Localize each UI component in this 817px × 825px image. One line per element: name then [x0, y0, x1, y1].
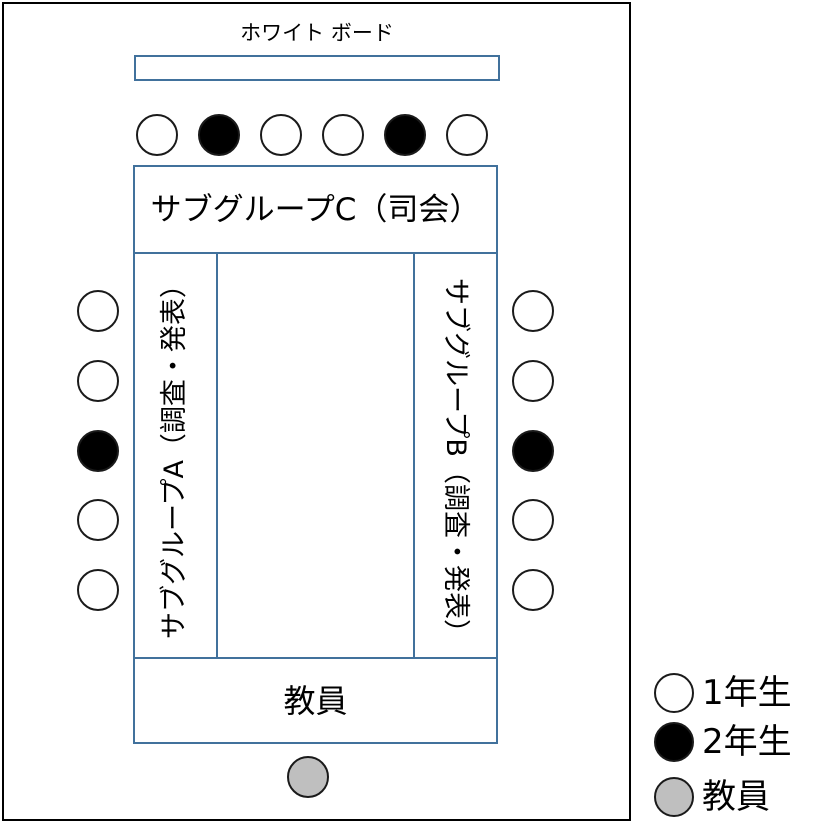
seats-left-column	[77, 290, 119, 611]
seat-right-4	[512, 499, 554, 542]
classroom-outline	[2, 2, 631, 821]
seat-right-5	[512, 569, 554, 611]
seat-right-3	[512, 429, 554, 472]
legend-item-second-year: 2年生	[654, 720, 792, 764]
legend-label-first-year: 1年生	[702, 673, 792, 713]
teacher-label: 教員	[283, 681, 348, 720]
seats-top-row	[136, 114, 488, 156]
seat-top-6	[446, 114, 488, 156]
seat-top-2	[198, 114, 240, 156]
seat-left-3	[77, 429, 119, 472]
seats-bottom	[287, 756, 329, 798]
seat-top-4	[322, 114, 364, 156]
legend-marker-teacher	[654, 777, 694, 817]
table-subgroup-c: サブグループC（司会）	[133, 165, 498, 254]
seat-top-5	[384, 114, 426, 156]
seat-left-5	[77, 569, 119, 611]
legend-label-second-year: 2年生	[702, 722, 792, 762]
seats-right-column	[512, 290, 554, 611]
seat-right-1	[512, 290, 554, 332]
legend-item-teacher: 教員	[654, 775, 770, 819]
seat-bottom-1	[287, 756, 329, 798]
table-teacher: 教員	[133, 657, 498, 744]
seat-left-2	[77, 359, 119, 402]
legend-marker-second-year	[654, 722, 694, 762]
legend-marker-first-year	[654, 673, 694, 713]
legend-item-first-year: 1年生	[654, 671, 792, 715]
seat-left-4	[77, 499, 119, 542]
table-center	[216, 252, 415, 659]
subgroup-a-label: サブグループA（調査・発表）	[159, 271, 190, 639]
seat-right-2	[512, 359, 554, 402]
subgroup-b-label: サブグループB（調査・発表）	[440, 278, 471, 646]
legend-label-teacher: 教員	[702, 777, 770, 817]
seat-top-1	[136, 114, 178, 156]
seat-top-3	[260, 114, 302, 156]
subgroup-c-label: サブグループC（司会）	[150, 191, 481, 228]
whiteboard	[134, 55, 500, 81]
table-subgroup-b	[413, 252, 498, 659]
seat-left-1	[77, 290, 119, 332]
whiteboard-label: ホワイト ボード	[240, 21, 394, 45]
